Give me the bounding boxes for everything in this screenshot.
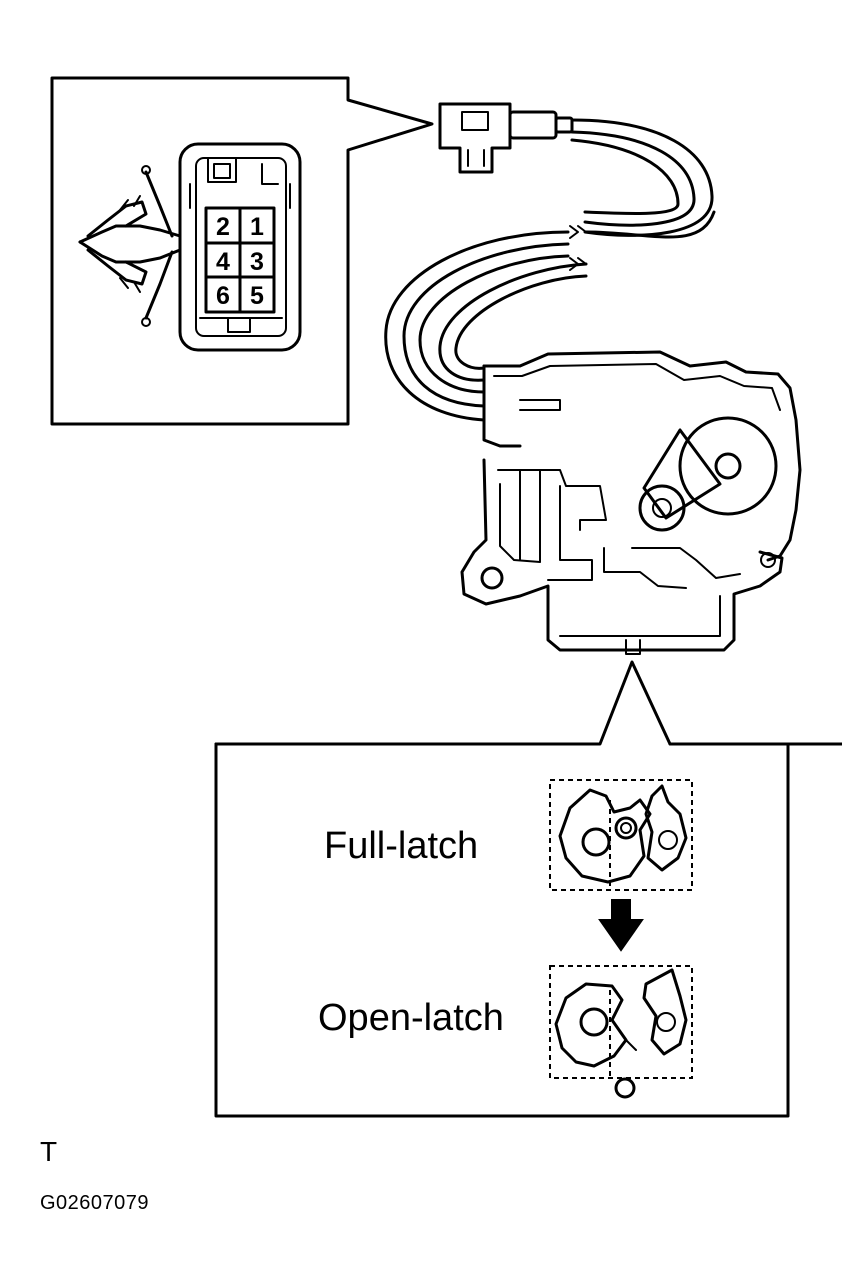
latch-callout <box>214 660 842 1118</box>
full-latch-label: Full-latch <box>324 825 478 867</box>
door-lock-assembly <box>460 350 802 655</box>
connector-callout <box>50 76 434 426</box>
full-latch-mechanism-icon <box>549 779 693 891</box>
connector-clip-icon <box>78 165 182 327</box>
pin-5: 5 <box>250 282 264 310</box>
connector-housing <box>178 142 302 352</box>
pin-6: 6 <box>216 282 230 310</box>
wire-harness <box>384 118 716 422</box>
page-letter: T <box>40 1136 58 1167</box>
connector-pin-grid: 2 1 4 3 6 5 <box>204 206 276 314</box>
open-latch-mechanism-icon <box>549 965 693 1099</box>
figure-code: G02607079 <box>40 1192 150 1214</box>
pin-4: 4 <box>216 248 230 276</box>
down-arrow-icon <box>598 899 644 952</box>
pin-3: 3 <box>250 248 264 276</box>
connector-plug-icon <box>438 102 574 174</box>
pin-1: 1 <box>250 213 264 241</box>
pin-2: 2 <box>216 213 230 241</box>
open-latch-label: Open-latch <box>318 997 504 1039</box>
